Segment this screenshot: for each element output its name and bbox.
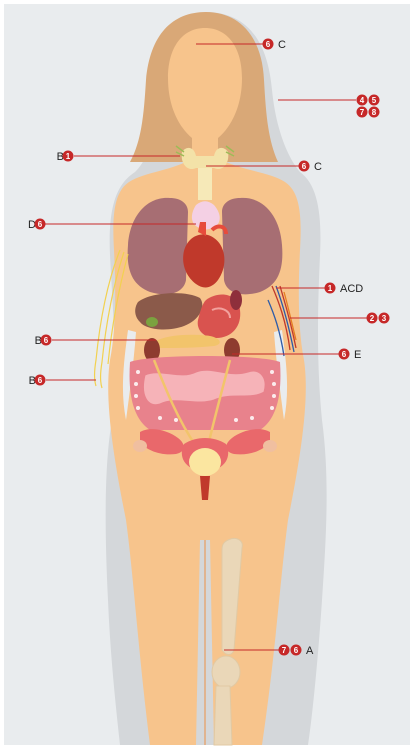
- callout-badge-number: 4: [360, 96, 365, 105]
- callout-arm-vessels: 1 ACD: [325, 283, 364, 296]
- gallbladder: [146, 317, 158, 327]
- callout-badge-number: 7: [360, 108, 365, 117]
- callout-badge-number: 7: [282, 646, 287, 655]
- callout-letters: E: [354, 349, 361, 361]
- callout-badge-number: 6: [294, 646, 299, 655]
- callout-badge-number: 6: [266, 40, 271, 49]
- callout-letters: ACD: [340, 283, 363, 295]
- callout-badge-number: 6: [342, 350, 347, 359]
- callout-badge-number: 5: [372, 96, 377, 105]
- callout-letters: C: [314, 161, 322, 173]
- intestines: [130, 356, 281, 430]
- callout-badge-number: 1: [66, 152, 71, 161]
- spleen: [230, 290, 242, 310]
- callout-letters: A: [306, 645, 314, 657]
- bladder: [189, 448, 221, 476]
- callout-badge-number: 3: [382, 314, 387, 323]
- callout-badge-number: 1: [328, 284, 333, 293]
- callout-letters: C: [278, 39, 286, 51]
- callout-badge-number: 6: [38, 220, 43, 229]
- callout-badge-number: 8: [372, 108, 377, 117]
- callout-badge-number: 6: [38, 376, 43, 385]
- callout-badge-number: 2: [370, 314, 375, 323]
- callout-badge-number: 6: [44, 336, 49, 345]
- callout-badge-number: 6: [302, 162, 307, 171]
